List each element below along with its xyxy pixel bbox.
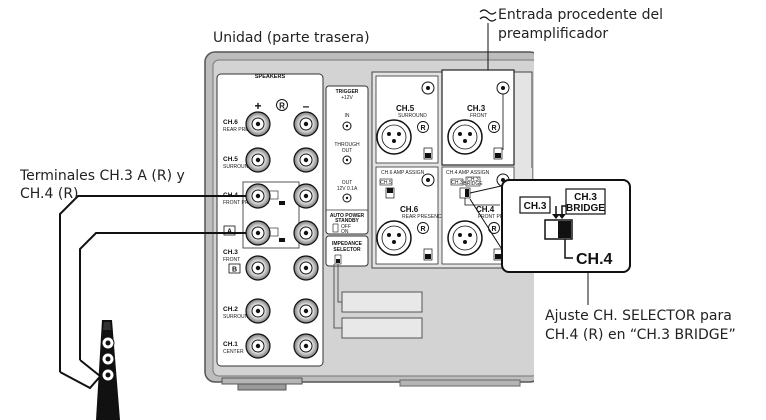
speaker <box>96 320 120 420</box>
speaker-ch6-label: CH.6 <box>223 119 238 126</box>
terminal-post <box>294 299 318 323</box>
terminal-post <box>246 112 270 136</box>
terminals-caption-line1: Terminales CH.3 A (R) y <box>19 168 185 184</box>
unit-caption: Unidad (parte trasera) <box>213 30 370 46</box>
terminal-post <box>246 148 270 172</box>
trigger-out-label-2: 12V 0.1A <box>337 186 358 192</box>
callout-ch4-label: CH.4 <box>576 251 613 268</box>
terminal-post <box>294 256 318 280</box>
xlr-ch3-sub: FRONT <box>470 113 487 119</box>
terminal-post-ch4-plus <box>246 184 270 208</box>
xlr-jack-ch4 <box>448 221 482 255</box>
xlr-ch3-label: CH.3 <box>467 104 486 113</box>
terminals-caption-line2: CH.4 (R) <box>20 186 79 202</box>
r-label: R <box>279 102 285 111</box>
trigger-in-label: IN <box>345 113 350 119</box>
xlr-jack-ch3 <box>448 120 482 154</box>
plus-label: + <box>254 99 261 113</box>
xlr-jack-ch5 <box>377 120 411 154</box>
speaker-ch2-label: CH.2 <box>223 306 238 313</box>
xlr-ch5-label: CH.5 <box>396 104 415 113</box>
terminal-post <box>246 299 270 323</box>
b-label: B <box>232 267 237 274</box>
impedance-label-2: SELECTOR <box>333 247 361 253</box>
on-label: ON <box>341 229 349 235</box>
selector-caption-line2: CH.4 (R) en “CH.3 BRIDGE” <box>545 327 736 343</box>
svg-text:R: R <box>491 226 496 233</box>
xlr-jack-ch6 <box>377 221 411 255</box>
xlr-ch6-sub: REAR PRESENCE <box>402 214 445 220</box>
callout-bridge-label-2: BRIDGE <box>566 203 605 214</box>
assign-left-label: CH.6 AMP ASSIGN <box>381 170 425 176</box>
speaker-ch3-label: CH.3 <box>223 249 238 256</box>
through-out-label-2: OUT <box>342 148 353 154</box>
terminal-post <box>294 184 318 208</box>
terminal-post <box>294 334 318 358</box>
speakers-title: SPEAKERS <box>255 74 286 80</box>
terminal-post-ch3a-plus <box>246 221 270 245</box>
terminal-post <box>294 148 318 172</box>
xlr-ch5-sub: SURROUND <box>398 113 427 119</box>
svg-text:R: R <box>491 125 496 132</box>
terminal-post <box>294 112 318 136</box>
ch5-switch-label: CH.5 <box>380 180 392 186</box>
speaker-ch1-label: CH.1 <box>223 341 238 348</box>
trigger-voltage: +12V <box>341 95 353 101</box>
input-caption-line2: preamplificador <box>498 26 608 42</box>
callout-bridge-label-1: CH.3 <box>574 192 597 203</box>
terminal-post <box>294 221 318 245</box>
terminal-post <box>246 334 270 358</box>
callout-ch3-label: CH.3 <box>524 201 547 212</box>
minus-label: – <box>303 99 310 113</box>
selector-caption-line1: Ajuste CH. SELECTOR para <box>545 308 732 324</box>
ch3-switch-label: CH.3 <box>451 180 463 186</box>
terminal-post <box>246 256 270 280</box>
svg-text:R: R <box>420 125 425 132</box>
xlr-ch6-label: CH.6 <box>400 205 419 214</box>
svg-text:R: R <box>420 226 425 233</box>
speaker-ch5-label: CH.5 <box>223 156 238 163</box>
assign-right-label: CH.4 AMP ASSIGN <box>446 170 490 176</box>
input-caption-line1: Entrada procedente del <box>498 7 663 23</box>
bridge-switch-label-2: BRIDGE <box>463 181 483 187</box>
speaker-ch1-sub: CENTER <box>223 349 244 355</box>
speaker-ch3-sub: FRONT <box>223 257 240 263</box>
